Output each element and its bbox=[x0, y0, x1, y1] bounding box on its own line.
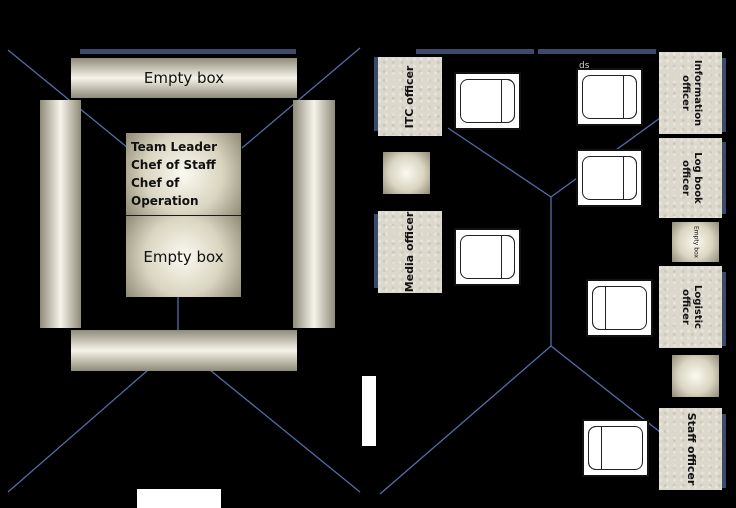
itc-officer-label: ITC officer bbox=[403, 65, 416, 128]
team-leader-box: Team Leader Chef of Staff Chef of Operat… bbox=[126, 133, 241, 215]
station-bar bbox=[722, 272, 726, 346]
left-side-box bbox=[40, 100, 81, 328]
right-side-box bbox=[293, 100, 335, 328]
white-block bbox=[137, 489, 221, 508]
station-bar bbox=[722, 58, 726, 132]
white-block bbox=[362, 376, 376, 446]
chef-of-operation-label: Chef of Operation bbox=[131, 176, 199, 208]
log-book-officer-line: officer bbox=[679, 160, 691, 196]
chair-icon bbox=[576, 149, 643, 207]
chair-icon bbox=[582, 419, 649, 477]
logistic-officer-station: Logistic officer bbox=[659, 266, 722, 348]
log-book-officer-label: Log book officer bbox=[679, 152, 703, 203]
diagonal-line bbox=[241, 47, 361, 149]
small-box bbox=[383, 152, 430, 194]
network-line bbox=[379, 345, 552, 495]
diagonal-line bbox=[209, 369, 361, 493]
empty-box-center: Empty box bbox=[126, 215, 241, 297]
team-leader-label: Team Leader bbox=[131, 140, 218, 154]
logistic-officer-line: officer bbox=[679, 289, 691, 325]
empty-box-bottom bbox=[71, 330, 297, 371]
network-line bbox=[447, 127, 552, 198]
media-officer-station: Media officer bbox=[378, 211, 442, 293]
chair-icon bbox=[586, 279, 653, 337]
staff-officer-label: Staff officer bbox=[684, 412, 698, 486]
media-officer-label: Media officer bbox=[403, 211, 416, 293]
wall-bar bbox=[416, 49, 534, 54]
station-bar bbox=[374, 57, 378, 131]
empty-box-top-label: Empty box bbox=[143, 69, 225, 87]
empty-box-center-label: Empty box bbox=[143, 247, 224, 266]
wall-bar bbox=[80, 49, 296, 54]
staff-officer-station: Staff officer bbox=[659, 408, 722, 490]
empty-box-top: Empty box bbox=[71, 58, 297, 98]
station-bar bbox=[722, 414, 726, 488]
logistic-officer-label: Logistic officer bbox=[679, 285, 703, 329]
information-officer-line: officer bbox=[679, 75, 691, 111]
log-book-officer-line: Log book bbox=[691, 152, 703, 204]
information-officer-label: Information officer bbox=[679, 60, 703, 126]
wall-bar bbox=[538, 49, 656, 54]
chef-of-staff-label: Chef of Staff bbox=[131, 158, 216, 172]
chair-icon bbox=[576, 68, 643, 126]
information-officer-line: Information bbox=[691, 59, 703, 127]
diagonal-line bbox=[7, 369, 149, 493]
chair-icon bbox=[454, 72, 521, 130]
itc-officer-station: ITC officer bbox=[378, 57, 442, 136]
station-bar bbox=[722, 142, 726, 214]
artifact-text: ds bbox=[579, 61, 590, 71]
log-book-officer-station: Log book officer bbox=[659, 138, 722, 218]
chair-icon bbox=[454, 228, 521, 286]
small-box bbox=[672, 355, 719, 397]
small-empty-box: Empty box bbox=[672, 222, 719, 262]
network-line bbox=[550, 345, 661, 433]
diagonal-line bbox=[7, 49, 129, 149]
station-bar bbox=[374, 214, 378, 288]
logistic-officer-line: Logistic bbox=[691, 285, 703, 329]
small-empty-box-label: Empty box bbox=[692, 225, 699, 259]
information-officer-station: Information officer bbox=[659, 52, 722, 134]
